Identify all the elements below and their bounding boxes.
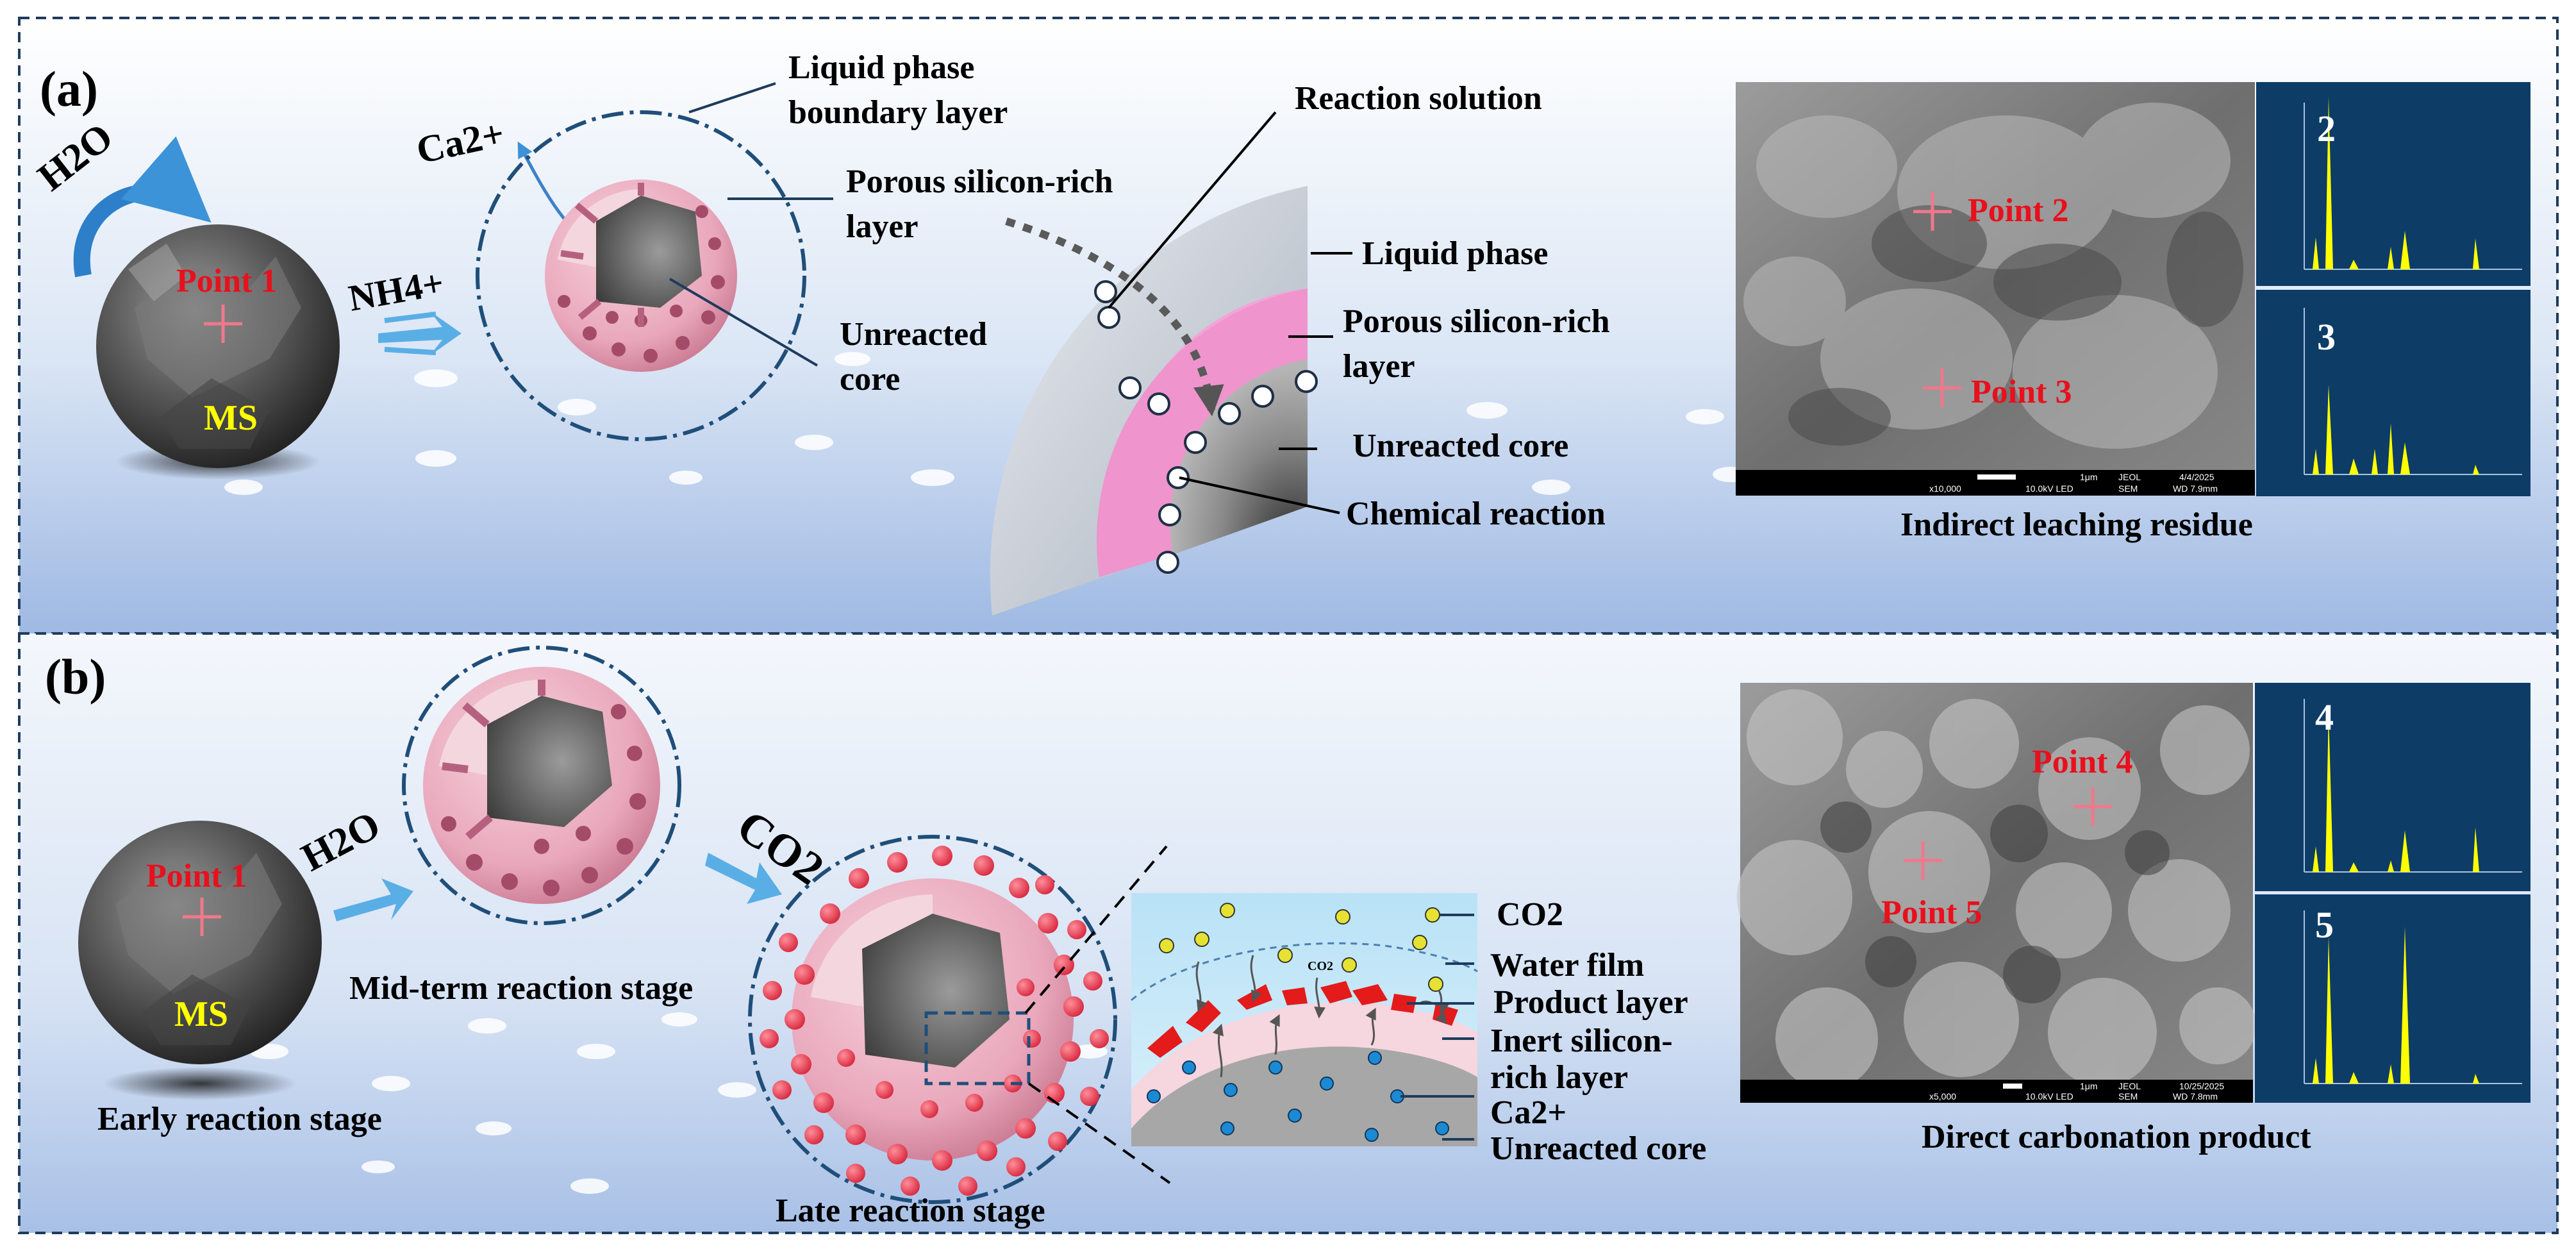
eds-panel-a-top <box>2256 82 2530 286</box>
h2o-arrow-a <box>73 136 212 278</box>
legend-water-label: Water film <box>1490 947 1644 984</box>
porous-label-a-line2: layer <box>846 208 918 245</box>
zoom-lines <box>1024 845 1171 1184</box>
sem-image-a <box>1736 82 2255 496</box>
sem-a-date: 4/4/2025 <box>2179 472 2215 482</box>
liquid-boundary-label-line2: boundary layer <box>788 94 1008 131</box>
panel-b: (b) Point 1 MS Early reaction stage H2O <box>18 632 2559 1234</box>
porous-label-a-line1: Porous silicon-rich <box>846 163 1113 200</box>
sem-image-b <box>1737 683 2256 1103</box>
unreacted-label-a-line2: core <box>840 361 900 398</box>
mid-stage-label: Mid-term reaction stage <box>349 970 693 1007</box>
panel-a-label: (a) <box>40 61 98 117</box>
porous-particle-a <box>545 180 737 372</box>
point2-marker <box>1913 192 1952 231</box>
background-bubbles-a <box>224 352 1749 495</box>
unreacted-core-label-wedge: Unreacted core <box>1352 428 1568 464</box>
sem-b-wd: WD 7.8mm <box>2173 1091 2218 1101</box>
boundary-layer-circle-mid <box>402 646 681 925</box>
sem-b-caption: Direct carbonation product <box>1922 1119 2311 1155</box>
point2-label: Point 2 <box>1968 192 2068 229</box>
eds-a-top-label: 2 <box>2317 108 2336 149</box>
point3-label: Point 3 <box>1971 374 2072 410</box>
nh4-arrow-a <box>378 311 461 356</box>
ms-label-b: MS <box>174 994 228 1034</box>
sem-b-date: 10/25/2025 <box>2179 1081 2224 1091</box>
sem-a-maker: JEOL <box>2118 472 2141 482</box>
pore-circles-a <box>1094 280 1318 574</box>
sem-b-kv: 10.0kV LED <box>2025 1091 2073 1101</box>
ms-label-a: MS <box>204 398 258 438</box>
chemical-reaction-label: Chemical reaction <box>1346 496 1606 532</box>
sem-b-mag: x5,000 <box>1929 1091 1956 1101</box>
eds-spectrum-3 <box>2304 385 2522 474</box>
ms-particle-a <box>96 224 340 480</box>
point4-marker <box>2073 787 2112 826</box>
eds-a-bottom-label: 3 <box>2317 316 2336 358</box>
legend-core-label: Unreacted core <box>1490 1130 1706 1167</box>
boundary-layer-circle-a <box>476 110 806 441</box>
legend-inert-label-line1: Inert silicon- <box>1490 1023 1673 1059</box>
panel-b-label: (b) <box>45 649 106 705</box>
eds-b-top-label: 4 <box>2315 696 2334 738</box>
leader-lines-a <box>669 82 833 367</box>
legend-inert-label-line2: rich layer <box>1490 1059 1628 1096</box>
point1-label-a: Point 1 <box>176 263 277 299</box>
reaction-solution-label: Reaction solution <box>1295 80 1542 117</box>
legend-co2-label: CO2 <box>1497 896 1563 933</box>
sem-a-kv: 10.0kV LED <box>2025 483 2073 494</box>
panel-a: (a) H2O Point 1 <box>18 17 2559 635</box>
inset-co2-label: CO2 <box>1308 959 1333 973</box>
porous-particle-mid <box>423 667 660 904</box>
carbonated-particle-late <box>760 846 1109 1196</box>
eds-spectrum-4 <box>2304 712 2522 872</box>
sem-a-mode: SEM <box>2118 483 2138 494</box>
late-stage-label: Late reaction stage <box>776 1193 1045 1229</box>
legend-product-label: Product layer <box>1493 984 1688 1021</box>
legend-ca-label: Ca2+ <box>1490 1094 1566 1131</box>
point5-marker <box>1904 841 1942 880</box>
sem-a-scale: 1μm <box>2080 472 2098 482</box>
point4-label: Point 4 <box>2032 744 2132 780</box>
sem-a-wd: WD 7.9mm <box>2173 483 2218 494</box>
leader-lines-wedge <box>1108 111 1352 514</box>
sem-b-mode: SEM <box>2118 1091 2138 1101</box>
background-bubbles-b <box>250 1012 1108 1194</box>
liquid-phase-label: Liquid phase <box>1362 235 1549 272</box>
point5-label: Point 5 <box>1881 894 1982 931</box>
ms-particle-b <box>78 821 322 1100</box>
sem-a-mag: x10,000 <box>1929 483 1961 494</box>
h2o-arrow-b <box>333 878 413 921</box>
liquid-boundary-label-line1: Liquid phase <box>788 49 975 86</box>
point1-marker-a <box>204 305 242 343</box>
eds-panel-a-bottom <box>2256 290 2530 496</box>
eds-spectrum-2 <box>2304 96 2522 269</box>
eds-spectrum-5 <box>2304 926 2522 1084</box>
sem-b-maker: JEOL <box>2118 1081 2141 1091</box>
eds-panel-b-top <box>2255 683 2530 891</box>
sem-a-caption: Indirect leaching residue <box>1900 507 2253 543</box>
eds-b-bottom-label: 5 <box>2315 904 2334 946</box>
sem-b-scale: 1μm <box>2080 1081 2098 1091</box>
early-stage-label: Early reaction stage <box>97 1101 382 1137</box>
co2-arrow-b <box>705 853 782 904</box>
eds-panel-b-bottom <box>2255 894 2530 1103</box>
point1-label-b: Point 1 <box>146 858 247 894</box>
porous-label-wedge-line1: Porous silicon-rich <box>1343 303 1610 340</box>
point3-marker <box>1923 369 1961 407</box>
inset-diagram <box>1131 893 1478 1146</box>
boundary-layer-circle-late <box>748 835 1117 1204</box>
unreacted-label-a-line1: Unreacted <box>840 316 987 353</box>
legend-co2-marker <box>1425 907 1440 923</box>
point1-marker-b <box>183 898 221 936</box>
porous-label-wedge-line2: layer <box>1343 348 1415 385</box>
